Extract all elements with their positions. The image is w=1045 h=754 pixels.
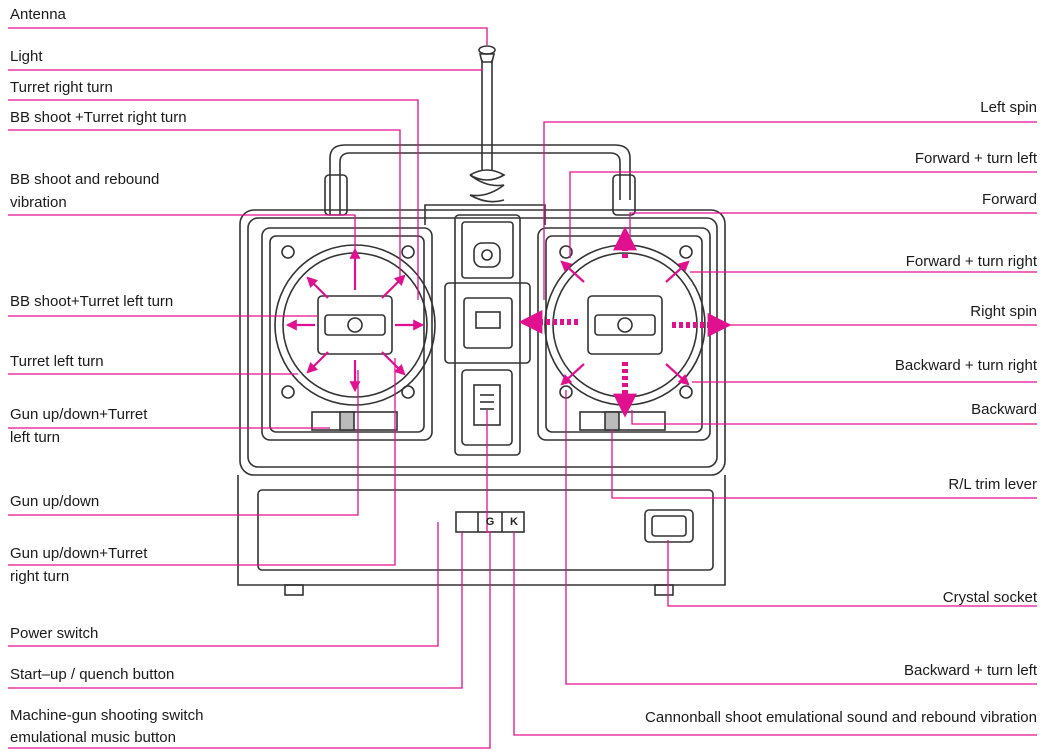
label-forward-turn-right: Forward + turn right [905,253,1037,270]
label-right-spin: Right spin [970,303,1037,320]
label-power-switch: Power switch [10,625,99,642]
leader-lines [8,27,1037,749]
label-forward: Forward [981,191,1037,208]
right-stick-arrows [518,226,732,418]
remote-body [237,45,726,596]
label-machine-gun-line1: Machine-gun shooting switch [10,707,204,724]
label-forward-turn-left: Forward + turn left [914,150,1037,167]
label-gun-turret-left-line2: left turn [10,429,61,446]
label-backward-turn-right: Backward + turn right [894,357,1037,374]
label-turret-left-turn: Turret left turn [10,353,104,370]
label-startup-quench: Start–up / quench button [10,666,175,683]
label-gun-turret-left-line1: Gun up/down+Turret [10,406,148,423]
label-rl-trim-lever: R/L trim lever [948,476,1037,493]
label-left-spin: Left spin [980,99,1037,116]
label-bb-shoot-rebound-line2: vibration [10,194,67,211]
button-k-label: K [510,516,518,528]
label-gun-turret-right-line2: right turn [10,568,70,585]
label-crystal-socket: Crystal socket [942,589,1037,606]
label-backward-turn-left: Backward + turn left [904,662,1037,679]
label-light: Light [10,48,43,65]
label-bb-shoot-turret-left: BB shoot+Turret left turn [10,293,174,310]
button-g-label: G [485,516,495,528]
label-turret-right-turn: Turret right turn [10,79,113,96]
label-bb-shoot-turret-right: BB shoot +Turret right turn [10,109,187,126]
label-bb-shoot-rebound-line1: BB shoot and rebound [10,171,160,188]
label-gun-turret-right-line1: Gun up/down+Turret [10,545,148,562]
label-cannonball-shoot: Cannonball shoot emulational sound and r… [645,709,1037,726]
label-backward: Backward [971,401,1037,418]
label-antenna: Antenna [10,6,66,23]
label-gun-up-down: Gun up/down [10,493,100,510]
label-machine-gun-line2: emulational music button [10,729,176,746]
